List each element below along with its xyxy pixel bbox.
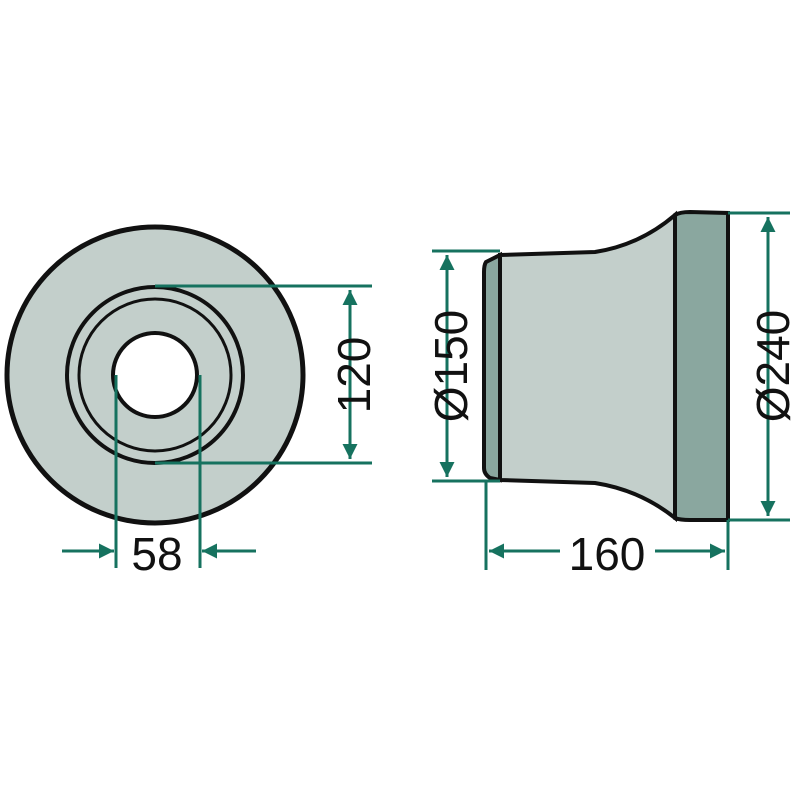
dim-160-label: 160 — [569, 528, 646, 580]
dim-120-label: 120 — [328, 337, 380, 414]
dim-240-label: Ø240 — [747, 310, 799, 423]
dimension-lines — [62, 211, 790, 570]
flange — [673, 209, 730, 522]
neck-rim — [482, 251, 502, 483]
side-view — [482, 209, 730, 523]
front-view — [4, 224, 306, 526]
dim-58-label: 58 — [131, 528, 182, 580]
bore-hole — [111, 331, 199, 419]
body — [498, 210, 677, 523]
dim-150-label: Ø150 — [425, 310, 477, 423]
